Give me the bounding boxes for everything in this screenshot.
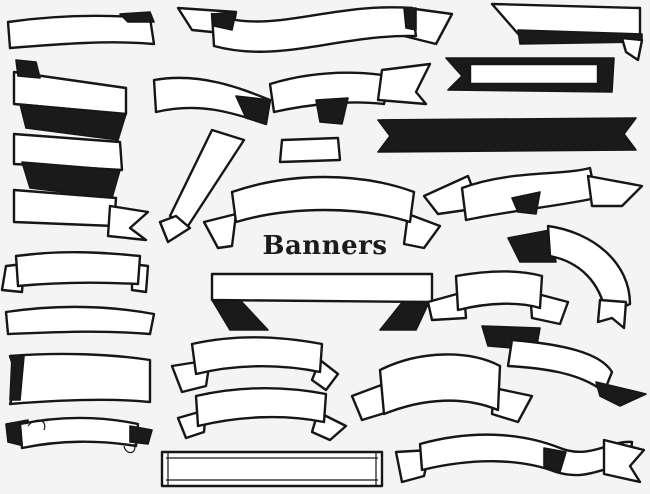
hook-banner-right <box>507 224 632 330</box>
wavy-banner-center <box>152 62 432 126</box>
dark-ribbon-right <box>481 325 647 407</box>
small-banner-left-1 <box>0 251 150 294</box>
curly-ribbon-bottom-left <box>5 416 153 454</box>
black-brush-band <box>377 117 637 153</box>
wavy-ribbon-bottom-right <box>394 433 646 484</box>
swoop-banner-right <box>350 353 534 424</box>
notched-banner-left <box>8 352 152 406</box>
dark-fold-banner-center <box>210 272 434 331</box>
zigzag-ribbon-left <box>12 59 150 242</box>
scroll-banner-top-left <box>6 11 156 50</box>
double-arch-banner <box>170 336 348 442</box>
arched-banner-center <box>202 175 442 250</box>
small-tag <box>278 136 342 164</box>
hatched-board-bottom <box>160 450 384 488</box>
diagonal-ribbon <box>158 128 246 244</box>
wavy-ribbon-right <box>422 166 644 222</box>
banners-title: Banners <box>262 231 388 261</box>
small-banner-right <box>426 270 570 326</box>
framed-banner-right <box>445 57 615 93</box>
wave-ribbon-top <box>176 6 454 53</box>
folded-strip-top-right <box>490 2 644 62</box>
small-banner-left-2 <box>4 305 156 336</box>
